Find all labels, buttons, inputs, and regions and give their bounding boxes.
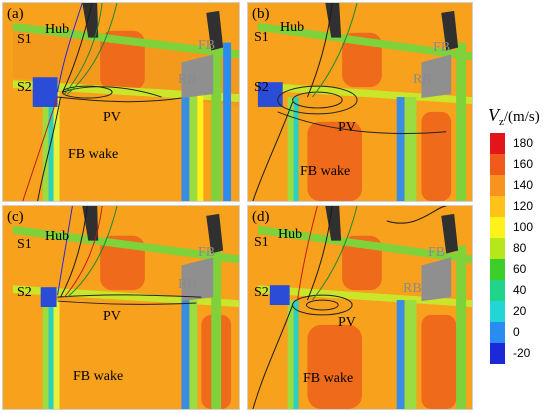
legend-tick-label: -20 — [513, 346, 531, 360]
contour-field-d — [248, 206, 472, 409]
legend-unit: /(m/s) — [503, 109, 540, 125]
legend-swatch — [490, 322, 505, 343]
panel-a: (a) Hub S1 S2 FB RB PV FB wake — [2, 2, 240, 202]
fb-label: FB — [198, 245, 216, 260]
s2-label: S2 — [254, 285, 269, 300]
hub-label: Hub — [280, 20, 305, 35]
legend-tick-label: 120 — [513, 199, 534, 213]
legend-swatch — [490, 133, 505, 154]
fb-wake-label: FB wake — [73, 369, 124, 384]
legend-symbol: V — [488, 105, 499, 125]
legend-swatch — [490, 238, 505, 259]
colorbar-legend: Vz/(m/s) 180 160 140 120 100 80 60 40 20 0 -20 — [480, 105, 550, 364]
legend-subscript: z — [499, 116, 504, 128]
panel-c: (c) Hub S1 S2 FB RB PV FB wake — [2, 205, 240, 410]
rb-label: RB — [178, 72, 197, 87]
fb-label: FB — [198, 38, 216, 53]
hub-label: Hub — [45, 22, 70, 37]
s2-label: S2 — [17, 285, 32, 300]
legend-swatch — [490, 343, 505, 364]
legend-tick-label: 60 — [513, 262, 527, 276]
rb-label: RB — [413, 72, 432, 87]
contour-field-b — [248, 3, 472, 201]
legend-tick-label: 100 — [513, 220, 534, 234]
legend-swatch — [490, 280, 505, 301]
pv-label: PV — [338, 120, 356, 135]
legend-title: Vz/(m/s) — [488, 105, 540, 128]
legend-swatch — [490, 301, 505, 322]
pv-label: PV — [103, 309, 121, 324]
legend-tick-label: 80 — [513, 241, 527, 255]
legend-swatch — [490, 196, 505, 217]
hub-label: Hub — [278, 227, 303, 242]
panel-letter: (d) — [252, 209, 270, 225]
panel-letter: (c) — [7, 209, 24, 225]
hub-label: Hub — [45, 229, 70, 244]
panel-d: (d) Hub S1 S2 FB RB PV FB wake — [247, 205, 473, 410]
legend-tick-label: 40 — [513, 283, 527, 297]
legend-tick-label: 0 — [513, 325, 520, 339]
legend-swatch — [490, 217, 505, 238]
s1-label: S1 — [17, 32, 32, 47]
legend-tick-label: 140 — [513, 178, 534, 192]
rb-label: RB — [178, 277, 197, 292]
legend-swatch — [490, 259, 505, 280]
legend-swatch — [490, 175, 505, 196]
fb-wake-label: FB wake — [300, 164, 351, 179]
legend-tick-label: 20 — [513, 304, 527, 318]
panel-letter: (b) — [252, 6, 270, 22]
s1-label: S1 — [17, 237, 32, 252]
pv-label: PV — [338, 315, 356, 330]
legend-tick-label: 180 — [513, 136, 534, 150]
fb-wake-label: FB wake — [68, 147, 119, 162]
s1-label: S1 — [254, 30, 269, 45]
s2-label: S2 — [254, 80, 269, 95]
pv-label: PV — [103, 110, 121, 125]
panel-b: (b) Hub S1 S2 FB RB PV FB wake — [247, 2, 473, 202]
fb-label: FB — [433, 40, 451, 55]
fb-label: FB — [428, 245, 446, 260]
s2-label: S2 — [17, 80, 32, 95]
s1-label: S1 — [254, 235, 269, 250]
panel-letter: (a) — [7, 6, 24, 22]
rb-label: RB — [403, 281, 422, 296]
fb-wake-label: FB wake — [303, 371, 354, 386]
contour-field-c — [3, 206, 239, 409]
legend-tick-label: 160 — [513, 157, 534, 171]
contour-field-a — [3, 3, 239, 201]
legend-swatch — [490, 154, 505, 175]
